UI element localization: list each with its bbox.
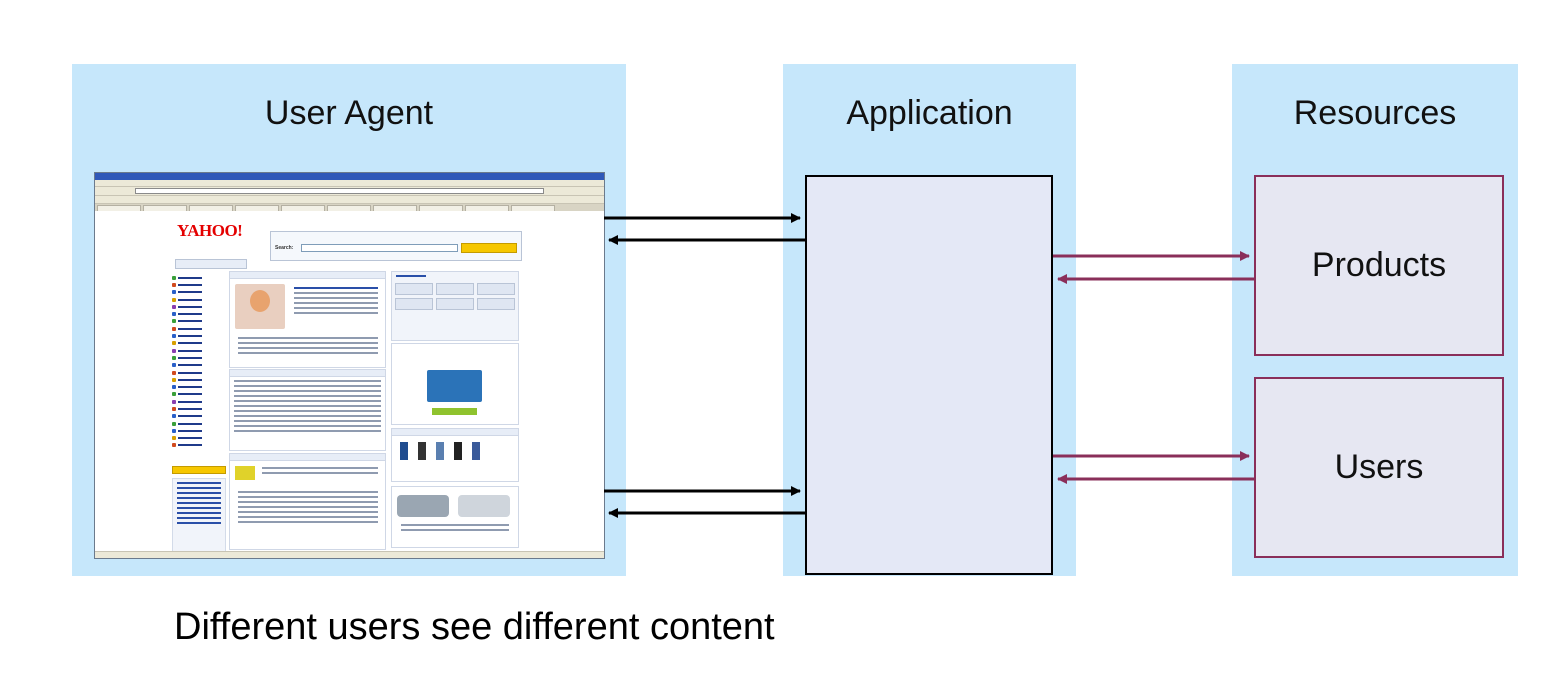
caption: Different users see different content xyxy=(174,606,775,648)
yahoo-user-card xyxy=(391,271,519,341)
yahoo-services-button xyxy=(172,466,226,474)
browser-navbar xyxy=(95,187,604,196)
browser-bookmarks-bar xyxy=(95,196,604,204)
products-label: Products xyxy=(1311,246,1447,284)
yahoo-nav-item xyxy=(172,362,227,369)
yahoo-search-button xyxy=(461,243,517,253)
yahoo-nav-item xyxy=(172,274,227,281)
yahoo-nav-item xyxy=(172,347,227,354)
yahoo-search-input xyxy=(301,244,458,252)
ad-learn-more-button xyxy=(432,408,477,415)
yahoo-nav-item xyxy=(172,289,227,296)
yahoo-nav-item xyxy=(172,369,227,376)
yahoo-center-column xyxy=(229,271,389,551)
yahoo-nav-item xyxy=(172,303,227,310)
yahoo-nav-item xyxy=(172,310,227,317)
yahoo-logo: YAHOO! xyxy=(177,221,243,240)
yahoo-ad xyxy=(391,343,519,425)
yahoo-nav-item xyxy=(172,354,227,361)
yahoo-nav-item xyxy=(172,318,227,325)
yahoo-nav-item xyxy=(172,325,227,332)
yahoo-nav-item xyxy=(172,281,227,288)
yahoo-right-column xyxy=(390,271,519,558)
yahoo-nav-item xyxy=(172,442,227,449)
yahoo-news-card xyxy=(229,369,386,451)
yahoo-nav-item xyxy=(172,391,227,398)
browser-titlebar xyxy=(95,173,604,180)
yahoo-nav-list xyxy=(172,274,227,474)
application-box xyxy=(805,175,1053,575)
browser-menubar xyxy=(95,180,604,187)
application-title: Application xyxy=(846,94,1013,132)
yahoo-nav-item xyxy=(172,332,227,339)
browser-statusbar xyxy=(95,551,604,558)
yahoo-nav-item xyxy=(172,435,227,442)
yahoo-nav-item xyxy=(172,420,227,427)
browser-page: YAHOO! Search: xyxy=(95,211,604,558)
yahoo-marketplace-card xyxy=(229,453,386,550)
yahoo-luxury-cars xyxy=(391,486,519,548)
browser-url-bar xyxy=(135,188,544,194)
yahoo-nav-item xyxy=(172,398,227,405)
users-label: Users xyxy=(1334,448,1424,486)
yahoo-nav-item xyxy=(172,405,227,412)
resources-title: Resources xyxy=(1293,94,1457,132)
yahoo-featured-card xyxy=(229,271,386,368)
yahoo-shopping-card xyxy=(391,428,519,482)
yahoo-search-label: Search: xyxy=(275,245,294,251)
yahoo-search-box: Search: xyxy=(270,231,522,261)
yahoo-mytabs xyxy=(175,259,247,269)
yahoo-nav-item xyxy=(172,376,227,383)
yahoo-nav-item xyxy=(172,413,227,420)
products-box: Products xyxy=(1254,175,1504,356)
yahoo-small-business xyxy=(172,478,226,558)
browser-screenshot: YAHOO! Search: xyxy=(94,172,605,559)
yahoo-nav-item xyxy=(172,296,227,303)
credit-card-image xyxy=(427,370,482,402)
yahoo-nav-item xyxy=(172,340,227,347)
user-agent-title: User Agent xyxy=(264,94,434,132)
yahoo-nav-item xyxy=(172,383,227,390)
yahoo-nav-item xyxy=(172,427,227,434)
featured-photo xyxy=(235,284,285,329)
users-box: Users xyxy=(1254,377,1504,558)
